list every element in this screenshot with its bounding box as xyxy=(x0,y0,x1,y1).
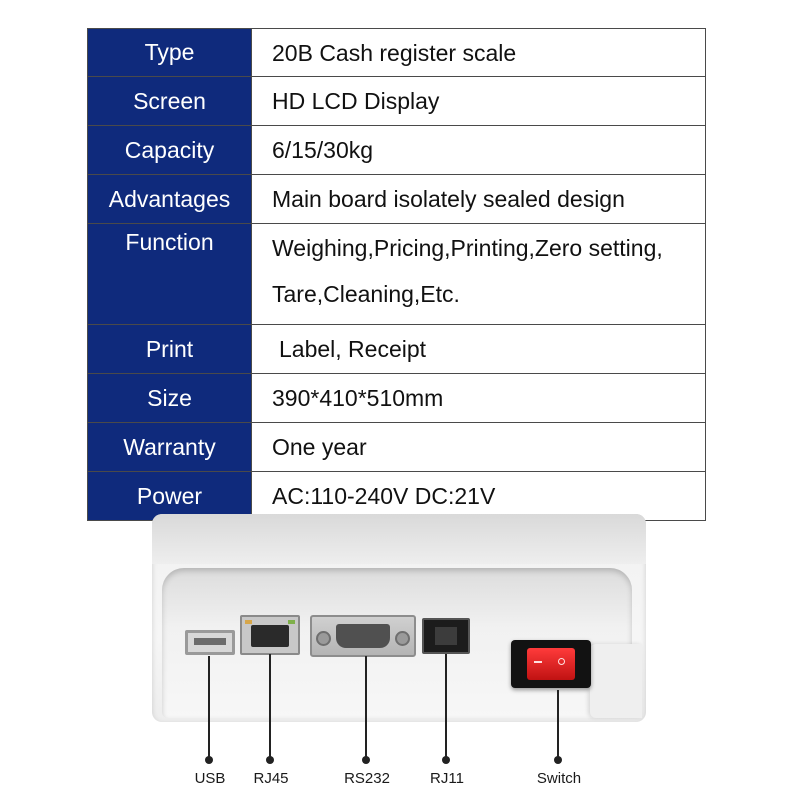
spec-key-advantages: Advantages xyxy=(87,174,252,224)
panel-top-edge xyxy=(152,514,646,564)
rj45-port xyxy=(240,615,300,655)
spec-value-screen: HD LCD Display xyxy=(251,76,706,126)
spec-row-warranty: Warranty One year xyxy=(87,422,706,472)
spec-row-print: Print Label, Receipt xyxy=(87,324,706,374)
spec-value-function: Weighing,Pricing,Printing,Zero setting, … xyxy=(251,223,706,325)
rj11-callout-line xyxy=(442,654,450,764)
spec-value-size: 390*410*510mm xyxy=(251,373,706,423)
rs232-callout-dot xyxy=(362,756,370,764)
spec-row-capacity: Capacity 6/15/30kg xyxy=(87,125,706,175)
spec-key-capacity: Capacity xyxy=(87,125,252,175)
spec-key-power: Power xyxy=(87,471,252,521)
spec-row-function: Function Weighing,Pricing,Printing,Zero … xyxy=(87,223,706,325)
rear-panel-photo xyxy=(152,514,646,722)
spec-row-size: Size 390*410*510mm xyxy=(87,373,706,423)
spec-key-print: Print xyxy=(87,324,252,374)
spec-value-warranty: One year xyxy=(251,422,706,472)
rj11-port xyxy=(422,618,470,654)
rj11-callout-dot xyxy=(442,756,450,764)
rs232-screw-right xyxy=(395,631,410,646)
spec-row-advantages: Advantages Main board isolately sealed d… xyxy=(87,174,706,224)
rs232-screw-left xyxy=(316,631,331,646)
spec-key-type: Type xyxy=(87,28,252,77)
spec-value-power: AC:110-240V DC:21V xyxy=(251,471,706,521)
spec-value-function-line1: Weighing,Pricing,Printing,Zero setting, xyxy=(272,235,663,261)
usb-callout-dot xyxy=(205,756,213,764)
spec-key-screen: Screen xyxy=(87,76,252,126)
usb-port xyxy=(185,630,235,655)
spec-value-capacity: 6/15/30kg xyxy=(251,125,706,175)
rs232-callout-line xyxy=(362,656,370,764)
rj45-callout-dot xyxy=(266,756,274,764)
usb-callout-line xyxy=(205,656,213,764)
panel-side-housing xyxy=(590,644,642,718)
spec-key-warranty: Warranty xyxy=(87,422,252,472)
usb-label: USB xyxy=(194,770,226,787)
rs232-label: RS232 xyxy=(344,770,390,787)
spec-value-advantages: Main board isolately sealed design xyxy=(251,174,706,224)
switch-callout-line xyxy=(554,690,562,764)
switch-callout-dot xyxy=(554,756,562,764)
rj45-led-left xyxy=(245,620,252,624)
rj11-label: RJ11 xyxy=(430,770,464,787)
spec-row-screen: Screen HD LCD Display xyxy=(87,76,706,126)
power-switch xyxy=(511,640,591,688)
spec-row-power: Power AC:110-240V DC:21V xyxy=(87,471,706,521)
power-switch-rocker xyxy=(527,648,575,680)
spec-row-type: Type 20B Cash register scale xyxy=(87,28,706,77)
rj45-callout-line xyxy=(266,654,274,764)
spec-value-function-line2: Tare,Cleaning,Etc. xyxy=(272,281,460,307)
spec-value-type: 20B Cash register scale xyxy=(251,28,706,77)
rj45-led-right xyxy=(288,620,295,624)
spec-key-function: Function xyxy=(87,223,252,325)
spec-value-print: Label, Receipt xyxy=(251,324,706,374)
rs232-port xyxy=(310,615,416,657)
spec-table: Type 20B Cash register scale Screen HD L… xyxy=(87,28,706,521)
rj45-label: RJ45 xyxy=(253,770,289,787)
spec-key-size: Size xyxy=(87,373,252,423)
switch-label: Switch xyxy=(536,770,582,787)
